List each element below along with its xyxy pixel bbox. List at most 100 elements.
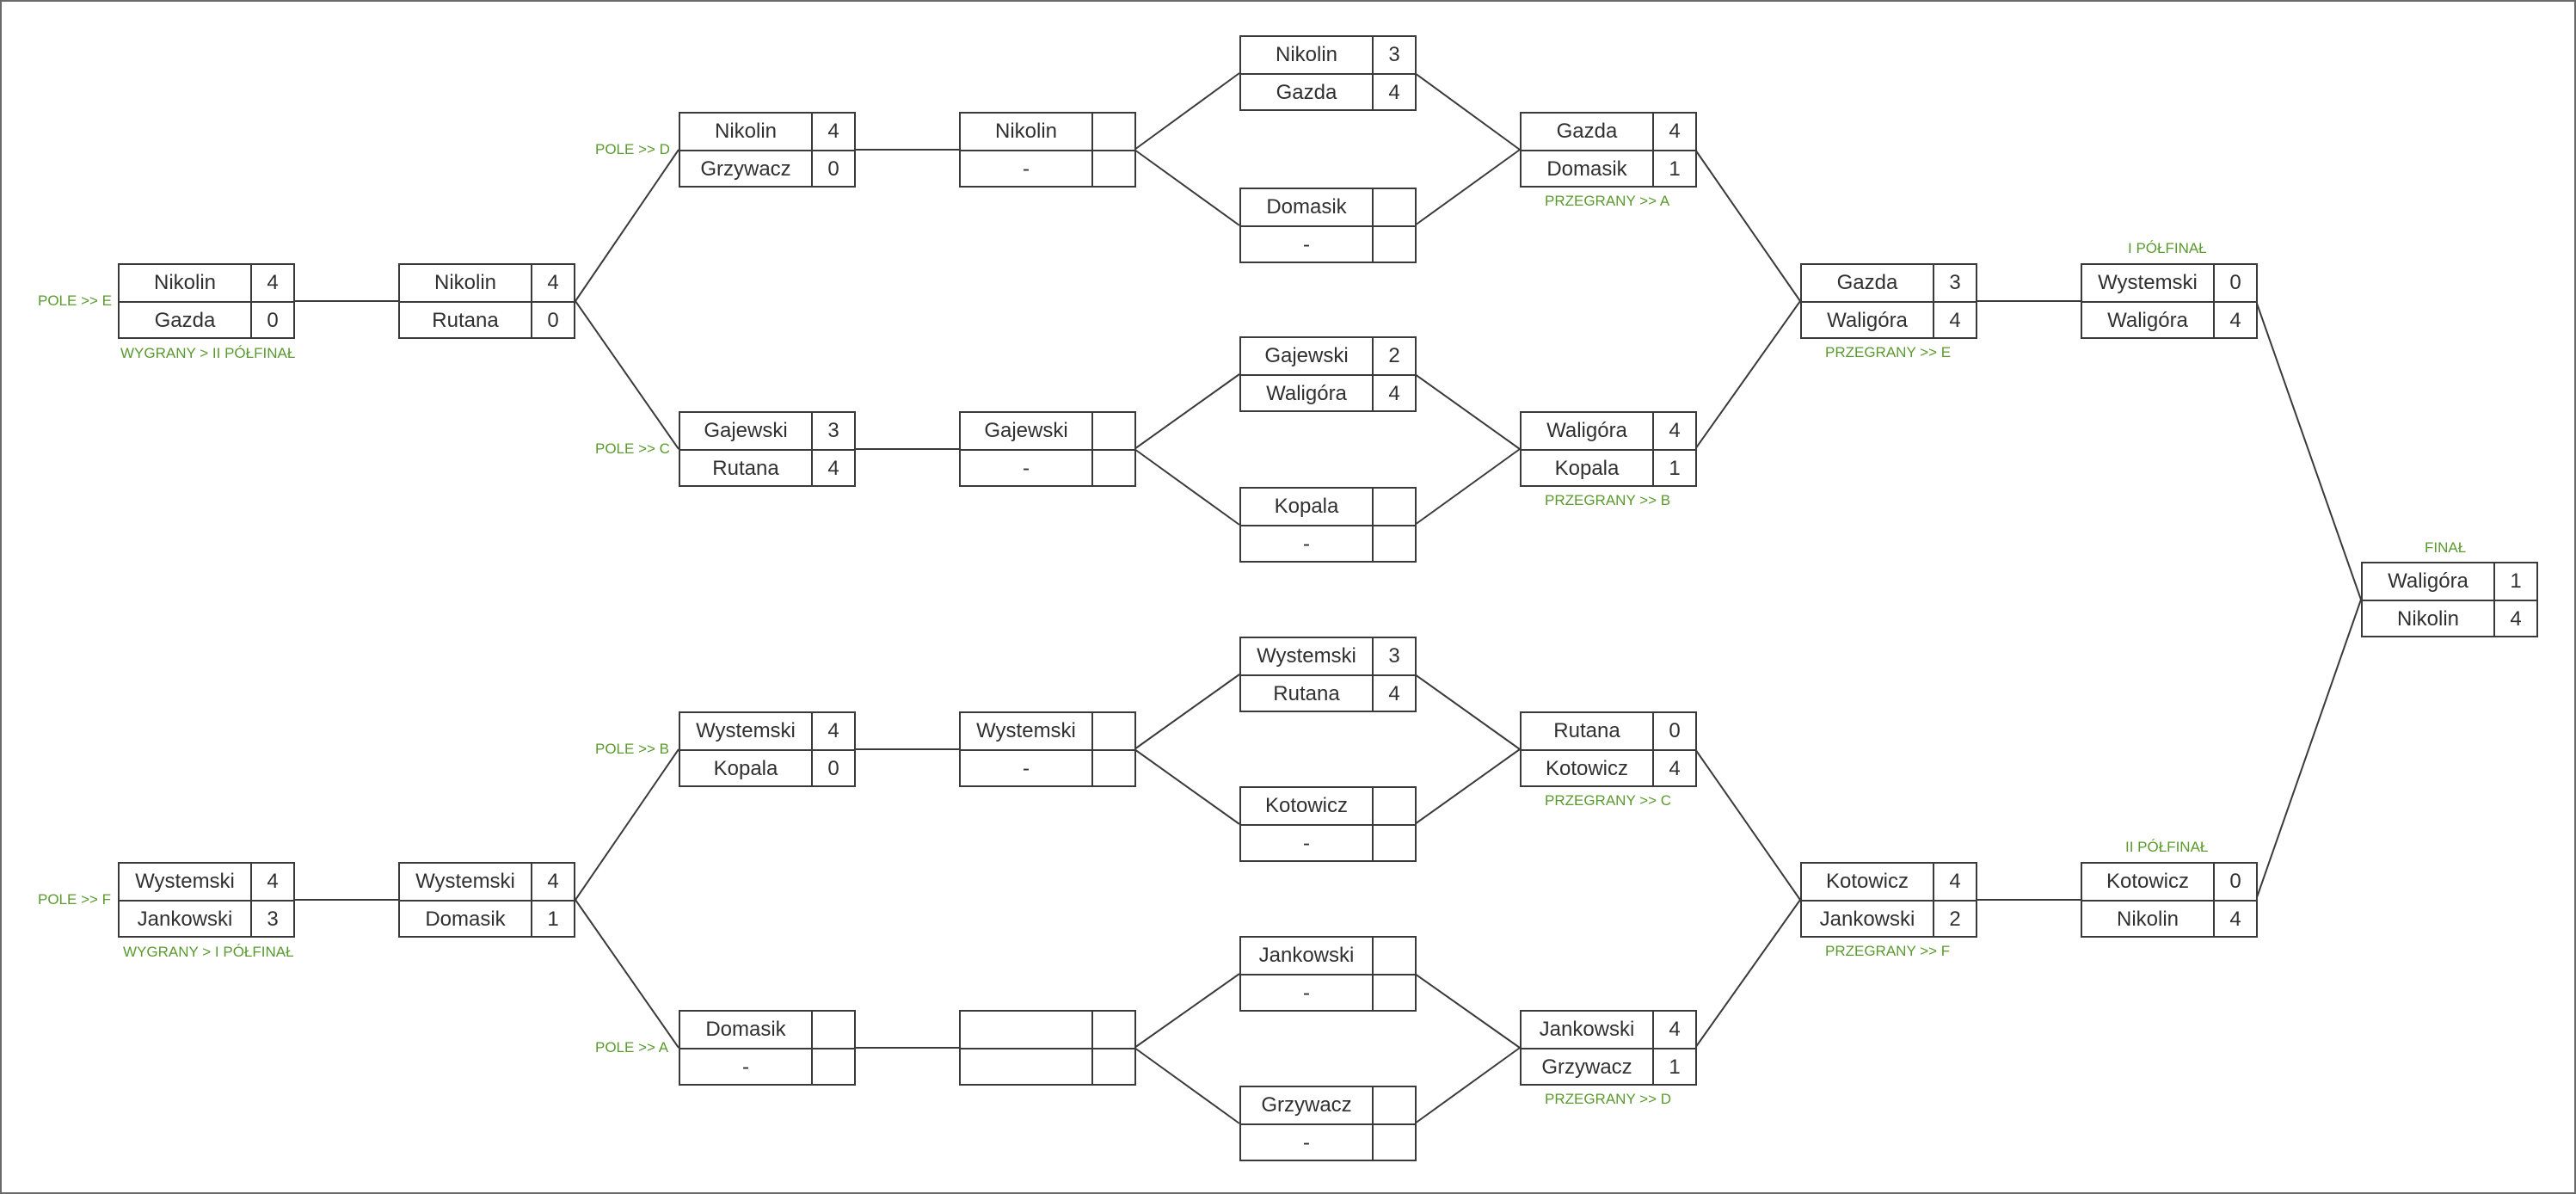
player-name: Wystemski [120,864,252,900]
loser-note-e: PRZEGRANY >> E [1825,344,1952,360]
match-box: Jankowski - [1239,936,1417,1012]
semifinal-2-title: II PÓŁFINAŁ [2125,839,2209,855]
pole-label-b: POLE >> B [595,741,669,757]
player-score [1093,1012,1134,1048]
player-score [1374,788,1415,824]
player-name: - [1241,1125,1374,1161]
player-name: Waligóra [1241,376,1374,412]
match-box: Kopala - [1239,487,1417,563]
loser-note-c: PRZEGRANY >> C [1545,792,1672,809]
player-score: 4 [2229,309,2241,332]
player-score: 4 [1388,682,1400,705]
match-box: Domasik - [679,1010,856,1086]
player-score: 1 [1669,157,1681,181]
player-score: 1 [547,908,559,931]
player-name: Gajewski [961,413,1093,449]
player-name: Wystemski [680,713,813,749]
loser-note-f: PRZEGRANY >> F [1825,943,1951,959]
player-name: - [680,1049,813,1086]
player-name: Domasik [1241,189,1374,225]
player-name: Nikolin [400,265,532,301]
player-name: Nikolin [961,114,1093,150]
loser-note-b: PRZEGRANY >> B [1545,492,1671,508]
player-name: Nikolin [1241,37,1374,73]
connector [1694,748,1801,901]
semifinal-1-title: I PÓŁFINAŁ [2128,240,2207,256]
player-score: 4 [1949,309,1961,332]
player-name: Nikolin [2363,601,2495,637]
player-name: - [1241,227,1374,263]
connector [1414,149,1521,226]
player-name: Grzywacz [680,151,813,188]
player-score: 4 [547,870,559,893]
player-score: 3 [827,419,839,442]
player-score: 4 [827,457,839,480]
connector [575,899,679,1049]
player-score [1374,1125,1415,1161]
player-score: 4 [1669,1018,1681,1041]
player-score: 0 [547,309,559,332]
player-name: Gajewski [1241,338,1374,374]
player-score: 4 [267,870,279,893]
player-score: 2 [1388,344,1400,367]
player-name: Grzywacz [1241,1087,1374,1123]
player-name: Rutana [1241,676,1374,712]
match-box: Grzywacz - [1239,1086,1417,1161]
player-score: 4 [1388,382,1400,405]
player-name: Nikolin [2082,902,2215,938]
pole-label-e: POLE >> E [38,292,112,309]
player-name: Rutana [400,303,532,339]
connector [1694,300,1801,450]
player-name: Jankowski [1522,1012,1654,1048]
connector [1134,448,1240,526]
player-score: 3 [1388,43,1400,66]
player-score: 4 [1949,870,1961,893]
player-score [1374,189,1415,225]
player-score: 0 [2229,271,2241,294]
player-score [1374,976,1415,1012]
player-score [1093,413,1134,449]
player-name: Domasik [1522,151,1654,188]
player-score: 1 [1669,457,1681,480]
connector [1134,1047,1240,1124]
player-name: Grzywacz [1522,1049,1654,1086]
player-score: 4 [827,719,839,742]
player-score: 4 [2510,607,2522,631]
player-score: 0 [267,309,279,332]
connector [1694,149,1801,302]
pole-label-c: POLE >> C [595,440,670,457]
player-name: Rutana [1522,713,1654,749]
match-box: Kotowicz - [1239,786,1417,862]
match-box: Wystemski - [959,711,1136,787]
player-name: - [961,751,1093,787]
player-name: - [961,151,1093,188]
player-name [961,1012,1093,1048]
connector [1134,973,1240,1049]
player-score: 4 [547,271,559,294]
player-name: Wystemski [1241,638,1374,674]
match-box: Nikolin - [959,112,1136,188]
connector [1694,899,1801,1049]
player-score [1093,1049,1134,1086]
player-name: - [1241,826,1374,862]
loser-note-a: PRZEGRANY >> A [1545,193,1670,209]
player-score [1374,826,1415,862]
player-name: Domasik [400,902,532,938]
player-score: 4 [1669,419,1681,442]
player-score [1374,489,1415,525]
connector [1134,72,1240,151]
match-box: Nikolin 4 Rutana 0 [398,263,575,339]
player-score: 4 [827,120,839,143]
player-score: 0 [827,757,839,780]
